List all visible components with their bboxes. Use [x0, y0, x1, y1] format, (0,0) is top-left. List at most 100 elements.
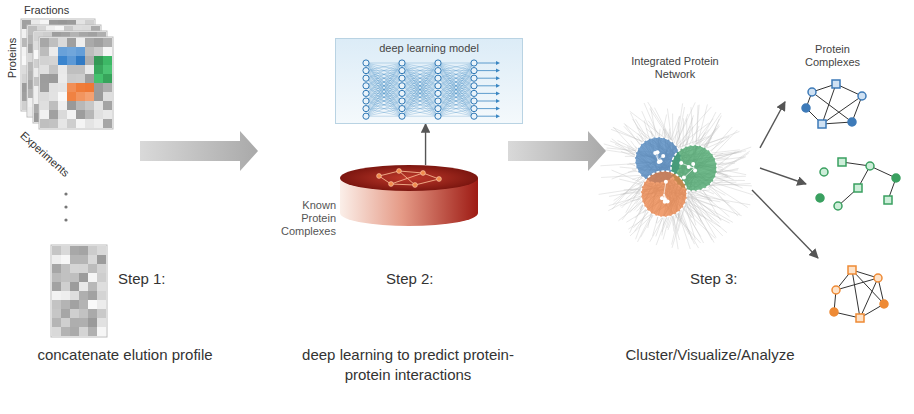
heatmap-cell — [49, 65, 58, 74]
connector — [425, 124, 426, 165]
heatmap-cell — [52, 291, 61, 300]
nn-output-head — [496, 99, 500, 103]
step-label: Step 1: — [118, 270, 166, 287]
nn-link — [438, 109, 474, 117]
nn-neuron — [363, 90, 369, 96]
heatmap-cell — [49, 83, 58, 92]
heatmap-cell — [40, 101, 49, 110]
ellipsis-dot — [64, 192, 67, 195]
nn-link — [402, 101, 438, 116]
complex-arrow — [760, 168, 806, 184]
complex-arrow — [752, 190, 818, 258]
nn-output-head — [496, 107, 500, 111]
nn-link — [402, 63, 438, 86]
network-node: Integrated Protein Network — [590, 52, 760, 265]
nn-link — [438, 109, 474, 117]
axis-label: Experiments — [15, 126, 75, 182]
heatmap-cell — [49, 56, 58, 65]
nn-link — [366, 63, 402, 78]
heatmap-cell — [49, 47, 58, 56]
nn-link — [438, 101, 474, 116]
heatmap-cell — [61, 291, 70, 300]
heatmap-cell — [103, 92, 112, 101]
heatmap-cell — [85, 74, 94, 83]
heatmap-cell — [97, 255, 106, 264]
heatmap-cell — [97, 318, 106, 327]
nn-link — [366, 78, 402, 116]
heatmap-cell — [49, 74, 58, 83]
nn-link — [366, 63, 402, 71]
heatmap-cell — [40, 38, 49, 47]
nn-neuron — [435, 113, 441, 119]
heatmap-cell — [52, 264, 61, 273]
heatmap-cell — [85, 65, 94, 74]
heatmap-cell — [76, 83, 85, 92]
heatmap-cell — [40, 74, 49, 83]
node-label: Integrated Protein Network — [627, 55, 723, 81]
heatmap-cell — [70, 309, 79, 318]
nn-link — [438, 63, 474, 71]
nn-link — [366, 63, 402, 93]
nn-link — [438, 63, 474, 71]
heatmap-cell — [88, 282, 97, 291]
heatmap-cell — [61, 309, 70, 318]
nn-neuron — [399, 113, 405, 119]
nn-neuron — [363, 113, 369, 119]
heatmap-cell — [88, 318, 97, 327]
heatmap-cell — [58, 47, 67, 56]
heatmap-cell — [85, 56, 94, 65]
nn-link — [402, 63, 438, 93]
db-graph-edge — [399, 171, 415, 185]
nn-link — [438, 63, 474, 109]
heatmap-cell — [70, 282, 79, 291]
heatmap-cell — [52, 309, 61, 318]
nn-output-head — [496, 114, 500, 118]
nn-link — [438, 63, 474, 78]
heatmap-cell — [103, 74, 112, 83]
heatmap-cell — [52, 255, 61, 264]
heatmap-cell — [85, 92, 94, 101]
heatmap-cell — [49, 65, 58, 74]
nn-link — [402, 63, 438, 101]
database-shape — [340, 165, 478, 227]
complex-protein — [832, 286, 840, 294]
heatmap-cell — [103, 110, 112, 119]
cluster-dot — [687, 165, 691, 169]
network-line — [689, 191, 701, 221]
heatmap-cell — [40, 92, 49, 101]
heatmap-cell — [70, 291, 79, 300]
heatmap-cell — [103, 38, 112, 47]
nn-link — [402, 63, 438, 71]
heatmap-cell — [58, 101, 67, 110]
heatmap-cell — [76, 38, 85, 47]
axis-label: Proteins — [6, 34, 18, 82]
nn-link — [438, 86, 474, 116]
ellipsis-dot — [64, 205, 67, 208]
heatmap-cell — [61, 282, 70, 291]
heatmap-cell — [58, 92, 67, 101]
complex-protein — [892, 174, 900, 182]
nn-link — [438, 86, 474, 116]
heatmap-cell — [49, 74, 58, 83]
heatmap-cell — [97, 309, 106, 318]
complex-protein — [832, 80, 840, 88]
cluster-dot — [661, 154, 665, 158]
heatmap-cell — [76, 92, 85, 101]
heatmap-cell — [103, 47, 112, 56]
heatmap-cell — [79, 291, 88, 300]
node-label: deep learning model — [336, 42, 522, 55]
nn-neuron — [471, 75, 477, 81]
heatmap-cell — [88, 327, 97, 336]
heatmap-cell — [76, 38, 85, 47]
heatmap-cell — [58, 119, 67, 128]
nn-output-head — [496, 61, 500, 65]
nn-link — [438, 63, 474, 86]
nn-neuron — [363, 75, 369, 81]
complex-protein — [820, 168, 828, 176]
nn-link — [402, 63, 438, 101]
heatmap-cell — [85, 101, 94, 110]
heatmap-cell — [79, 273, 88, 282]
nn-link — [402, 63, 438, 116]
heatmap-cell — [67, 110, 76, 119]
cylinder-top — [340, 165, 478, 191]
